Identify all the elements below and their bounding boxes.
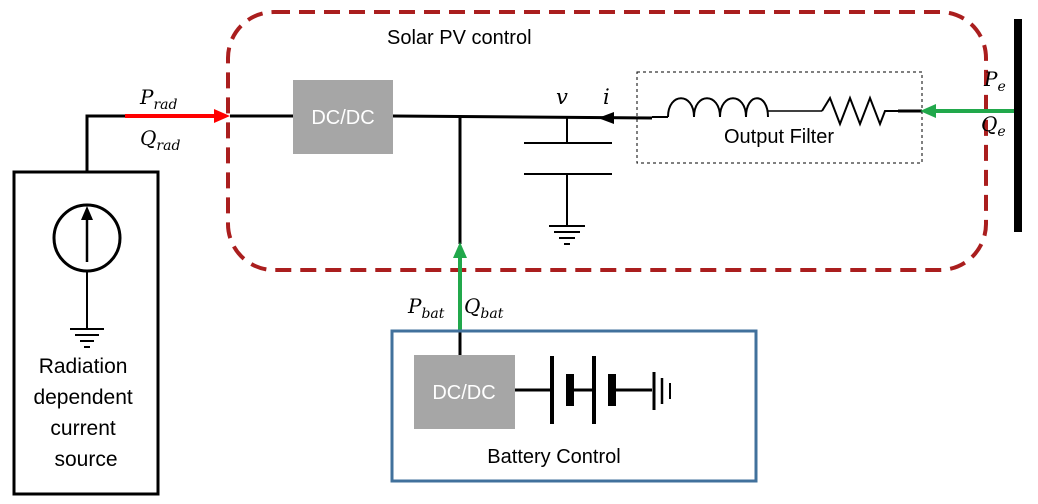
rad-power-arrow-head [214, 109, 230, 123]
q-e-base: Q [981, 112, 997, 136]
dcdc-converter-battery-label: DC/DC [432, 382, 495, 404]
p-bat-label: Pbat [407, 294, 445, 322]
source-wire [85, 114, 125, 172]
source-label-line: current [50, 417, 116, 440]
voltage-label: v [556, 85, 568, 109]
solar-pv-control-label: Solar PV control [387, 27, 532, 49]
resistor-icon [821, 95, 898, 127]
q-rad-base: Q [140, 126, 156, 150]
q-bat-label: Qbat [464, 294, 504, 322]
source-label-line: source [54, 448, 117, 471]
p-e-base: P [983, 67, 998, 91]
solar-pv-control-boundary [226, 10, 988, 272]
grid-bus-bar [1014, 19, 1022, 232]
output-filter-label: Output Filter [724, 126, 834, 148]
current-source-arrow-head [81, 206, 93, 220]
q-bat-base: Q [464, 294, 480, 318]
source-label-line: Radiation [39, 355, 128, 378]
source-ground-icon [70, 328, 104, 348]
q-e-sub: e [997, 124, 1005, 140]
source-label: Radiation dependent current source [33, 355, 138, 471]
dcdc-converter-main [293, 80, 393, 154]
current-label: i [603, 85, 610, 109]
current-arrow-head [598, 112, 614, 124]
battery-control-label: Battery Control [487, 446, 620, 468]
dcdc-converter-battery [414, 355, 515, 429]
p-bat-base: P [407, 294, 422, 318]
inductor-icon [667, 97, 769, 118]
grid-power-arrow-head [920, 104, 936, 118]
p-rad-base: P [139, 85, 154, 109]
battery-power-arrow-head [453, 242, 467, 258]
q-rad-sub: rad [156, 138, 180, 154]
p-e-sub: e [997, 79, 1005, 95]
battery-control-box [390, 329, 758, 483]
q-bat-sub: bat [480, 306, 503, 322]
q-rad-label: Qrad [140, 126, 180, 154]
source-label-line: dependent [33, 386, 132, 409]
battery-icon [515, 356, 671, 424]
q-e-label: Qe [981, 112, 1006, 140]
dcdc-converter-main-label: DC/DC [311, 107, 374, 129]
capacitor-ground-icon [549, 225, 585, 245]
p-bat-sub: bat [421, 306, 444, 322]
output-filter-box [636, 71, 923, 164]
p-rad-label: Prad [139, 85, 178, 113]
p-e-label: Pe [983, 67, 1006, 95]
p-rad-sub: rad [153, 97, 177, 113]
